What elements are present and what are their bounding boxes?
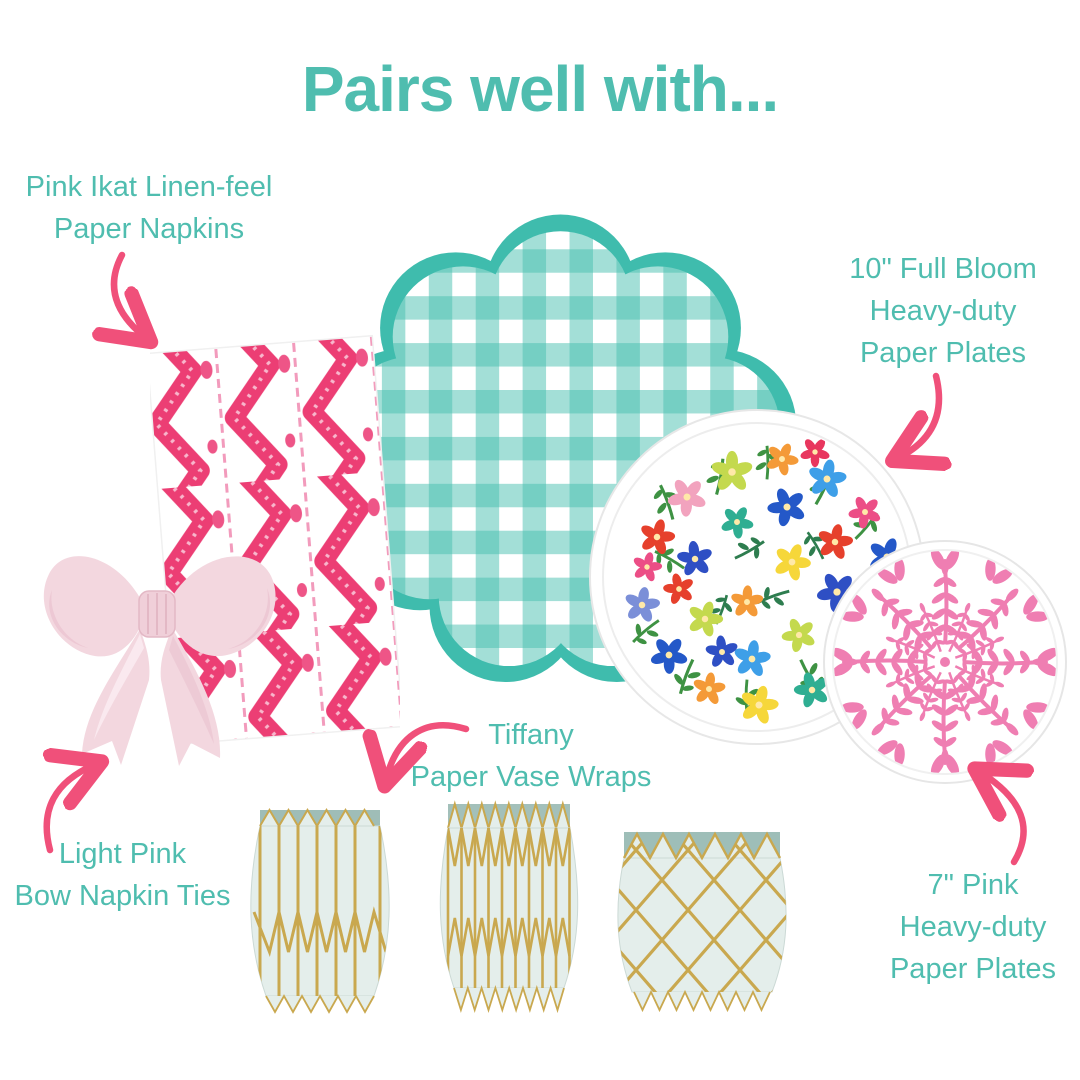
- page-title: Pairs well with...: [301, 53, 779, 125]
- label-pink-ikat-napkins: Pink Ikat Linen-feel Paper Napkins: [18, 166, 280, 250]
- label-line: Paper Napkins: [53, 213, 245, 245]
- label-line: Bow Napkin Ties: [14, 880, 231, 912]
- label-line: Pink Ikat Linen-feel: [25, 171, 273, 203]
- arrow-to-napkins: [114, 251, 146, 338]
- tiffany-vase-wrap-1-image: [250, 808, 390, 1014]
- label-bow-napkin-ties: Light Pink Bow Napkin Ties: [0, 833, 245, 917]
- label-line: Heavy-duty: [899, 911, 1047, 943]
- arrow-to-pink-plate: [980, 772, 1024, 866]
- label-line: Paper Plates: [859, 337, 1027, 369]
- label-line: Tiffany: [488, 719, 574, 751]
- label-line: Heavy-duty: [869, 295, 1017, 327]
- pink-botanical-paper-plate-image: [823, 540, 1067, 784]
- bow-left-loop: [43, 556, 146, 657]
- light-pink-velvet-bow-image: [43, 556, 276, 766]
- tiffany-vase-wrap-2-image: [439, 800, 579, 1014]
- label-line: 10" Full Bloom: [849, 253, 1037, 285]
- tiffany-vase-wrap-3-image: [617, 831, 787, 1013]
- label-line: 7" Pink: [927, 869, 1019, 901]
- label-vase-wraps: Tiffany Paper Vase Wraps: [400, 714, 662, 798]
- label-line: Paper Plates: [889, 953, 1057, 985]
- label-full-bloom-plates: 10" Full Bloom Heavy-duty Paper Plates: [812, 248, 1074, 374]
- label-pink-plates: 7" Pink Heavy-duty Paper Plates: [842, 864, 1080, 990]
- bow-right-loop: [166, 556, 276, 657]
- label-line: Paper Vase Wraps: [410, 761, 652, 793]
- label-line: Light Pink: [58, 838, 187, 870]
